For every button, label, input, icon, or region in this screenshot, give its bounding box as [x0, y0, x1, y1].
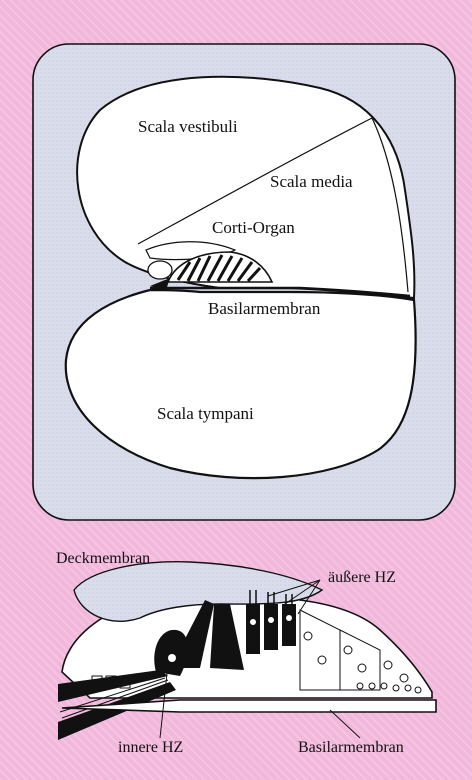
- label-scala-tympani: Scala tympani: [157, 404, 254, 423]
- label-aeussere-hz: äußere HZ: [328, 569, 396, 586]
- label-basilarmembran-bottom: Basilarmembran: [298, 739, 404, 756]
- label-basilarmembran-top: Basilarmembran: [208, 299, 321, 318]
- label-scala-media: Scala media: [270, 172, 353, 191]
- corti-organ-detail: Deckmembran äußere HZ innere HZ Basilarm…: [56, 550, 436, 756]
- cochlea-cross-section: Scala vestibuli Scala media Corti-Organ …: [33, 44, 455, 520]
- label-scala-vestibuli: Scala vestibuli: [138, 117, 238, 136]
- label-corti-organ: Corti-Organ: [212, 218, 295, 237]
- inner-hair-cell-nucleus: [168, 654, 176, 662]
- label-innere-hz: innere HZ: [118, 739, 183, 756]
- label-deckmembran: Deckmembran: [56, 550, 150, 567]
